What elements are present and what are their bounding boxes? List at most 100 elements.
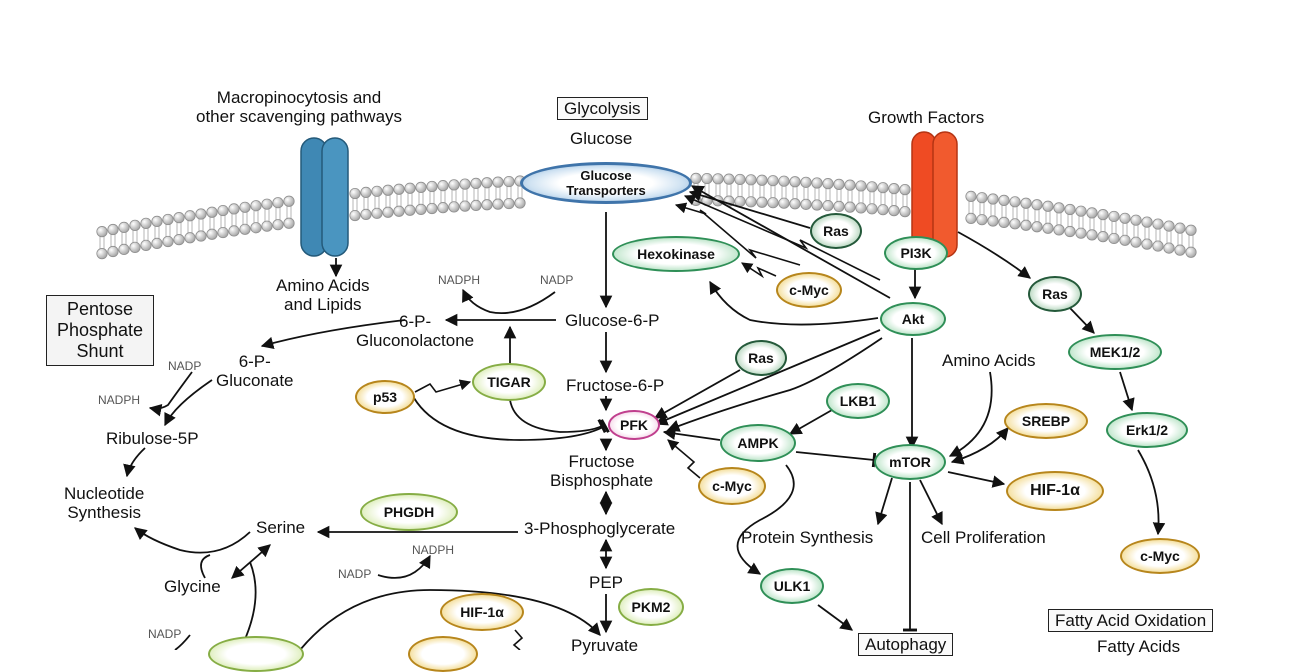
fatty-acid-oxidation-label: Fatty Acid Oxidation: [1048, 609, 1214, 632]
glucose-label: Glucose: [570, 129, 633, 148]
lipid-head: [426, 180, 438, 193]
lipid-head: [899, 206, 911, 218]
cmyc-hexokinase-node: c-Myc: [776, 272, 842, 308]
hexokinase-node: Hexokinase: [612, 236, 740, 272]
lipid-tail: [792, 186, 798, 200]
lipid-tail: [352, 198, 358, 212]
lipid-head: [822, 200, 834, 212]
lipid-head: [998, 216, 1010, 228]
lipid-head: [261, 220, 273, 232]
lipid-tail: [759, 185, 765, 199]
cell-proliferation-label: Cell Proliferation: [921, 528, 1046, 547]
lipid-head: [877, 204, 889, 216]
lipid-head: [173, 212, 185, 224]
six-p-gluconate-label: 6-P- Gluconate: [216, 352, 294, 390]
lipid-tail: [847, 190, 853, 204]
lipid-head: [811, 199, 823, 211]
lipid-tail: [462, 189, 468, 203]
lipid-tail: [1067, 214, 1073, 228]
lipid-head: [789, 176, 801, 188]
p53-node: p53: [355, 380, 415, 414]
lipid-head: [987, 193, 999, 205]
nadp-left-label: NADP: [168, 359, 202, 373]
lipid-tail: [264, 209, 270, 223]
fructose6p-label: Fructose-6-P: [566, 376, 665, 395]
lipid-tail: [253, 210, 259, 224]
lipid-head: [151, 237, 163, 250]
nadp-bottom-label: NADP: [148, 627, 182, 641]
pyruvate-label: Pyruvate: [571, 636, 639, 655]
lipid-tail: [275, 207, 281, 221]
lipid-tail: [726, 184, 732, 198]
lipid-tail: [979, 202, 985, 216]
lipid-head: [404, 182, 416, 194]
lipid-head: [1185, 224, 1197, 236]
lipid-tail: [990, 204, 996, 218]
lipid-tail: [825, 188, 831, 202]
lipid-head: [987, 215, 999, 227]
lipid-tail: [99, 236, 105, 250]
autophagy-label: Autophagy: [858, 633, 954, 656]
lipid-head: [1020, 197, 1032, 209]
lipid-head: [272, 219, 284, 231]
lipid-head: [228, 203, 240, 215]
amino-acids-lipids-label: Amino Acids and Lipids: [276, 276, 370, 314]
lipid-head: [184, 232, 196, 244]
lipid-tail: [814, 187, 820, 201]
amino-acids-label: Amino Acids: [942, 351, 1036, 370]
lipid-head: [1141, 216, 1153, 228]
lipid-head: [1042, 200, 1054, 212]
lipid-head: [162, 213, 174, 226]
lipid-head: [701, 172, 713, 185]
lipid-head: [261, 198, 273, 210]
lipid-head: [448, 179, 460, 191]
lipid-tail: [770, 185, 776, 199]
lipid-tail: [715, 183, 721, 197]
fructose-bisphosphate-label: Fructose Bisphosphate: [550, 452, 654, 490]
lipid-head: [690, 172, 702, 184]
metabolism-pathway-diagram: [96, 131, 1197, 650]
lipid-head: [1174, 222, 1186, 234]
nadph-mid-label: NADPH: [412, 543, 455, 557]
lipid-tail: [231, 213, 237, 227]
ras-top-node: Ras: [810, 213, 862, 249]
lipid-head: [415, 181, 427, 193]
lipid-tail: [891, 193, 897, 207]
lipid-tail: [1045, 211, 1051, 225]
lipid-head: [844, 179, 856, 191]
lipid-head: [756, 174, 768, 186]
lipid-head: [514, 197, 526, 209]
lipid-tail: [220, 215, 226, 229]
glycolysis-title: Glycolysis: [557, 97, 648, 120]
lipid-head: [437, 202, 449, 214]
lipid-tail: [242, 212, 248, 226]
lipid-head: [393, 205, 405, 217]
lipid-head: [162, 235, 174, 248]
lipid-head: [129, 241, 141, 253]
lipid-tail: [1155, 229, 1161, 243]
lipid-head: [778, 175, 790, 187]
lipid-head: [195, 230, 207, 242]
lipid-tail: [1166, 231, 1172, 245]
lipid-tail: [1177, 233, 1183, 247]
lipid-tail: [495, 187, 501, 201]
macropinocytosis-label: Macropinocytosis and other scavenging pa…: [196, 88, 403, 126]
lipid-head: [866, 203, 878, 215]
lipid-tail: [1023, 208, 1029, 222]
partial-bottom-left-node: [208, 636, 304, 672]
lipid-head: [129, 219, 141, 231]
lipid-head: [1163, 242, 1175, 254]
lipid-head: [1152, 218, 1164, 230]
lipid-head: [239, 223, 251, 235]
lipid-head: [1064, 203, 1076, 216]
lipid-tail: [110, 234, 116, 248]
lipid-tail: [154, 226, 160, 240]
lipid-head: [206, 228, 218, 240]
lipid-head: [1009, 196, 1021, 208]
scavenging-channel-icon: [300, 137, 349, 257]
lipid-tail: [781, 186, 787, 200]
pathway-edges: [123, 185, 1166, 650]
lipid-head: [1097, 231, 1109, 243]
lipid-head: [393, 183, 405, 195]
lipid-tail: [396, 194, 402, 208]
